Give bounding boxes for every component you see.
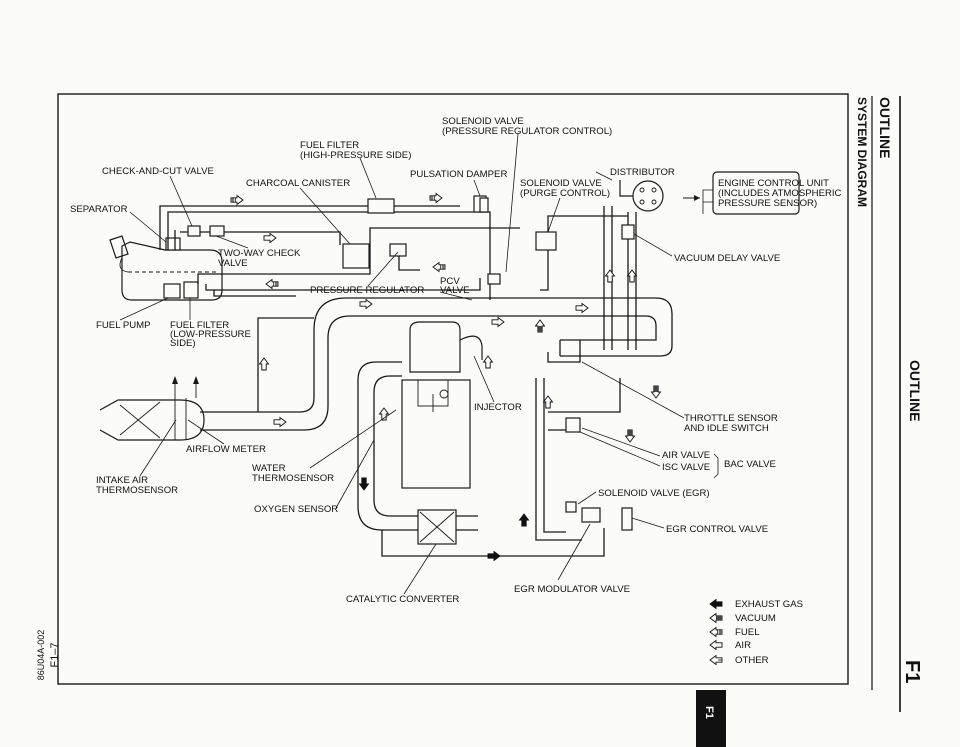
label-pressure-regulator: PRESSURE REGULATOR bbox=[310, 285, 424, 296]
legend: EXHAUST GAS VACUUM FUEL AIR OTHER bbox=[709, 599, 803, 666]
label-water-thermosensor-2: THERMOSENSOR bbox=[252, 473, 334, 484]
two-way-check-valve-unit bbox=[209, 225, 225, 237]
section-subtitle: SYSTEM DIAGRAM bbox=[855, 97, 869, 207]
air-arrow-icon bbox=[709, 640, 723, 650]
label-solenoid-prc-2: (PRESSURE REGULATOR CONTROL) bbox=[442, 126, 612, 137]
label-pulsation-damper: PULSATION DAMPER bbox=[410, 169, 507, 180]
label-airflow-meter: AIRFLOW METER bbox=[186, 444, 266, 455]
label-distributor: DISTRIBUTOR bbox=[610, 167, 675, 178]
vacuum-delay-valve-unit bbox=[621, 224, 635, 240]
legend-label-other: OTHER bbox=[735, 655, 769, 666]
legend-label-air: AIR bbox=[735, 640, 751, 651]
fuel-pump-unit bbox=[163, 283, 181, 299]
label-fuel-filter-high-2: (HIGH-PRESSURE SIDE) bbox=[300, 150, 411, 161]
airflow-meter-unit bbox=[99, 376, 205, 441]
egr-line bbox=[381, 528, 605, 557]
intake-pipe bbox=[200, 297, 673, 431]
label-fuel-filter-low-3: SIDE) bbox=[170, 338, 196, 349]
label-air-valve: AIR VALVE bbox=[662, 450, 710, 461]
engine-block bbox=[401, 321, 483, 489]
legend-label-vacuum: VACUUM bbox=[735, 613, 776, 624]
air-bypass-line bbox=[257, 317, 314, 412]
label-ecu-2: (INCLUDES ATMOSPHERIC bbox=[718, 188, 842, 199]
fuel-filter-high-unit bbox=[367, 198, 395, 214]
label-ecu: ENGINE CONTROL UNIT bbox=[718, 178, 829, 189]
label-separator: SEPARATOR bbox=[70, 204, 128, 215]
label-check-and-cut-valve: CHECK-AND-CUT VALVE bbox=[102, 166, 214, 177]
legend-label-exhaust-gas: EXHAUST GAS bbox=[735, 599, 803, 610]
fuel-arrow-icon bbox=[709, 627, 723, 637]
label-pcv-2: VALVE bbox=[440, 285, 470, 296]
label-injector: INJECTOR bbox=[474, 402, 522, 413]
label-two-way-check-valve: TWO-WAY CHECK bbox=[218, 248, 301, 259]
label-fuel-filter-low-2: (LOW-PRESSURE bbox=[170, 329, 251, 340]
charcoal-canister-unit bbox=[342, 243, 370, 269]
throttle-body bbox=[547, 340, 581, 363]
label-intake-air-thermosensor-2: THERMOSENSOR bbox=[96, 485, 178, 496]
distributor-unit bbox=[619, 180, 664, 212]
label-water-thermosensor: WATER bbox=[252, 463, 286, 474]
label-fuel-pump: FUEL PUMP bbox=[96, 320, 151, 331]
label-charcoal-canister: CHARCOAL CANISTER bbox=[246, 178, 350, 189]
fuel-filter-low-unit bbox=[183, 281, 199, 299]
vacuum-lines bbox=[540, 206, 637, 350]
legend-label-fuel: FUEL bbox=[735, 627, 760, 638]
page-tab bbox=[696, 690, 726, 747]
solenoid-prc-unit bbox=[479, 197, 489, 213]
egr-control-valve-unit bbox=[621, 507, 633, 531]
page-code: F1 bbox=[901, 660, 923, 683]
label-ecu-3: PRESSURE SENSOR) bbox=[718, 198, 817, 209]
check-and-cut-valve-unit bbox=[187, 225, 201, 237]
label-egr-modulator-valve: EGR MODULATOR VALVE bbox=[514, 584, 630, 595]
label-throttle-sensor: THROTTLE SENSOR bbox=[684, 413, 778, 424]
egr-vacuum-line bbox=[535, 378, 582, 541]
leader-lines bbox=[119, 133, 719, 595]
label-throttle-sensor-2: AND IDLE SWITCH bbox=[684, 423, 769, 434]
label-isc-valve: ISC VALVE bbox=[662, 462, 710, 473]
pcv-valve-unit bbox=[487, 273, 501, 285]
right-title: OUTLINE bbox=[907, 360, 923, 421]
egr-modulator-unit bbox=[581, 507, 601, 523]
label-oxygen-sensor: OXYGEN SENSOR bbox=[254, 504, 338, 515]
exhaust-pipe bbox=[357, 361, 478, 545]
doc-number: 86U04A-002 bbox=[36, 630, 46, 681]
label-solenoid-purge: SOLENOID VALVE bbox=[520, 178, 602, 189]
label-bac-valve: BAC VALVE bbox=[724, 459, 776, 470]
label-solenoid-purge-2: (PURGE CONTROL) bbox=[520, 188, 610, 199]
bac-valve-unit bbox=[565, 417, 581, 433]
ecu-box bbox=[712, 171, 800, 215]
label-solenoid-prc: SOLENOID VALVE bbox=[442, 116, 524, 127]
label-pcv: PCV bbox=[440, 276, 460, 287]
vacuum-arrow-icon bbox=[709, 613, 723, 623]
label-fuel-filter-high: FUEL FILTER bbox=[300, 140, 359, 151]
label-catalytic-converter: CATALYTIC CONVERTER bbox=[346, 594, 459, 605]
fuel-lines bbox=[159, 205, 520, 300]
label-egr-control-valve: EGR CONTROL VALVE bbox=[666, 524, 768, 535]
section-title: OUTLINE bbox=[877, 97, 893, 158]
tab-code: F1 bbox=[703, 706, 715, 719]
diagram-frame bbox=[57, 93, 849, 685]
solenoid-purge-unit bbox=[535, 231, 557, 251]
page-number: F1–7 bbox=[49, 642, 61, 667]
label-two-way-check-valve-2: VALVE bbox=[218, 258, 248, 269]
ecu-bracket bbox=[702, 189, 713, 214]
label-vacuum-delay-valve: VACUUM DELAY VALVE bbox=[674, 253, 780, 264]
pressure-regulator-unit bbox=[389, 243, 407, 257]
label-intake-air-thermosensor: INTAKE AIR bbox=[96, 475, 148, 486]
solenoid-egr-unit bbox=[565, 501, 577, 513]
label-fuel-filter-low: FUEL FILTER bbox=[170, 320, 229, 331]
separator-unit bbox=[165, 237, 181, 251]
exhaust-gas-arrow-icon bbox=[709, 599, 723, 609]
label-solenoid-egr: SOLENOID VALVE (EGR) bbox=[598, 488, 710, 499]
